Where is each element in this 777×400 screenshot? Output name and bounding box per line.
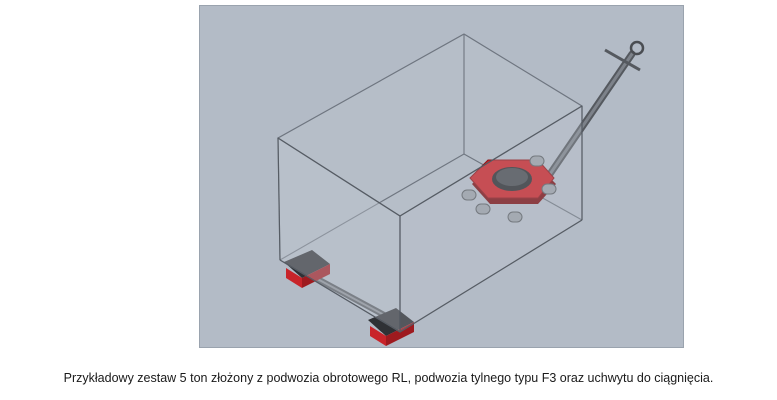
machine-skates-drawing bbox=[276, 33, 645, 346]
rear-undercarriage-f3 bbox=[284, 250, 414, 346]
towing-handle bbox=[546, 40, 645, 178]
box-front-edges bbox=[277, 104, 583, 334]
product-illustration bbox=[199, 5, 684, 348]
figure-caption: Przykładowy zestaw 5 ton złożony z podwo… bbox=[63, 371, 714, 385]
rotating-undercarriage-rl bbox=[461, 155, 557, 223]
